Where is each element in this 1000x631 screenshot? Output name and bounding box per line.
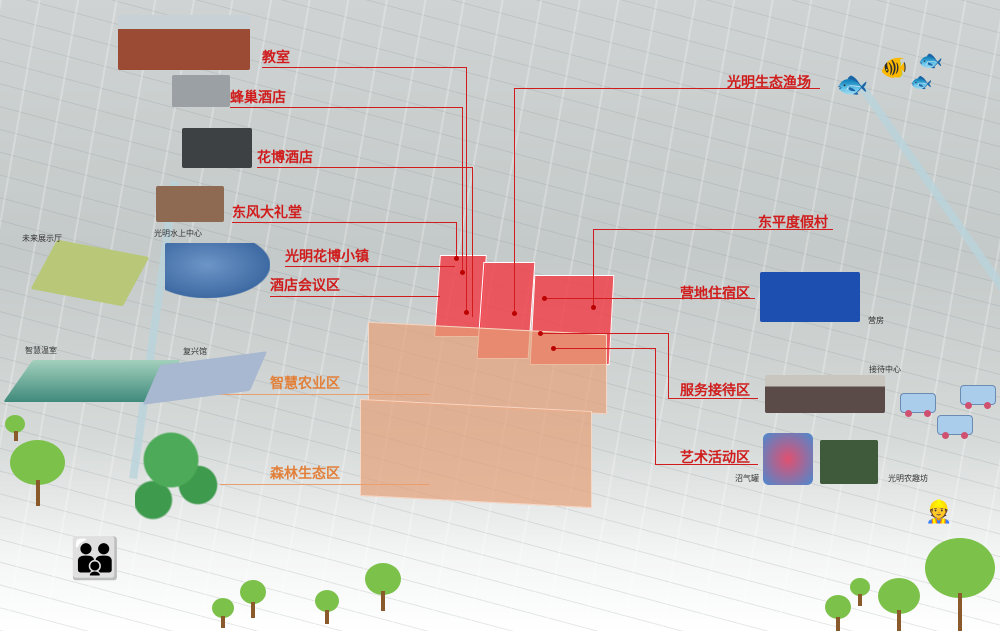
dongfeng-hall-photo — [156, 186, 224, 222]
zone-forest-ecology[interactable] — [360, 398, 592, 509]
reception-center-photo — [765, 375, 885, 413]
forest-icon — [135, 430, 225, 530]
leader-line — [270, 296, 440, 297]
label-dongping-resort: 东平度假村 — [758, 215, 828, 231]
leader-line — [545, 298, 755, 299]
family-icon: 👪 — [70, 536, 120, 582]
barracks-photo — [760, 272, 860, 322]
leader-line — [220, 394, 430, 395]
bus-icon — [937, 415, 973, 439]
leader-dot — [460, 270, 465, 275]
caption-reception-center: 接待中心 — [869, 365, 901, 374]
label-hive-hotel: 蜂巢酒店 — [230, 90, 286, 106]
leader-line — [514, 88, 820, 89]
bus-icon — [960, 385, 996, 409]
caption-greenhouse: 智慧温室 — [25, 346, 57, 355]
label-hotel-conference: 酒店会议区 — [270, 278, 340, 294]
leader-line — [456, 222, 457, 257]
leader-line — [540, 333, 668, 334]
classroom-photo — [118, 15, 250, 70]
worker-icon: 👷 — [925, 500, 953, 525]
leader-line — [593, 229, 594, 307]
leader-dot — [542, 296, 547, 301]
fish-icon: 🐟 — [910, 72, 933, 93]
fish-icon: 🐟 — [918, 48, 943, 72]
fish-icon: 🐟 — [836, 70, 869, 100]
hive-hotel-photo — [172, 75, 230, 107]
leader-line — [593, 229, 833, 230]
leader-line — [230, 107, 462, 108]
leader-dot — [538, 331, 543, 336]
leader-line — [472, 167, 473, 317]
leader-line — [262, 67, 467, 68]
leader-line — [232, 222, 457, 223]
label-smart-agriculture: 智慧农业区 — [270, 376, 340, 392]
caption-farm-hall: 光明农趣坊 — [888, 474, 928, 483]
caption-biogas-tank: 沼气罐 — [735, 474, 759, 483]
label-service-reception: 服务接待区 — [680, 383, 750, 399]
label-forest-ecology: 森林生态区 — [270, 466, 340, 482]
leader-line — [553, 348, 655, 349]
farm-hall-photo — [820, 440, 878, 484]
leader-dot — [464, 310, 469, 315]
biogas-tank-photo — [763, 433, 813, 485]
leader-line — [257, 167, 472, 168]
label-art-activity: 艺术活动区 — [680, 450, 750, 466]
leader-line — [655, 464, 758, 465]
label-camp-lodging: 营地住宿区 — [680, 286, 750, 302]
caption-barracks: 营房 — [868, 316, 884, 325]
leader-dot — [454, 256, 459, 261]
leader-line — [285, 266, 455, 267]
leader-line — [220, 484, 430, 485]
label-flower-town: 光明花博小镇 — [285, 249, 369, 265]
caption-future-hall: 未来展示厅 — [22, 234, 62, 243]
label-fishery: 光明生态渔场 — [727, 75, 811, 91]
label-dongfeng-hall: 东风大礼堂 — [232, 205, 302, 221]
leader-line — [462, 107, 463, 272]
leader-line — [668, 398, 758, 399]
bus-icon — [900, 393, 936, 417]
leader-dot — [591, 305, 596, 310]
caption-water-center: 光明水上中心 — [154, 229, 202, 238]
label-classroom: 教室 — [262, 50, 290, 66]
leader-dot — [512, 311, 517, 316]
leader-line — [466, 67, 467, 312]
leader-line — [514, 88, 515, 313]
fish-icon: 🐠 — [880, 56, 908, 81]
leader-line — [668, 333, 669, 398]
water-center-photo — [165, 243, 270, 298]
flower-hotel-photo — [182, 128, 252, 168]
caption-revival-hall: 复兴馆 — [183, 347, 207, 356]
leader-dot — [551, 346, 556, 351]
leader-line — [655, 348, 656, 464]
label-flower-hotel: 花博酒店 — [257, 150, 313, 166]
